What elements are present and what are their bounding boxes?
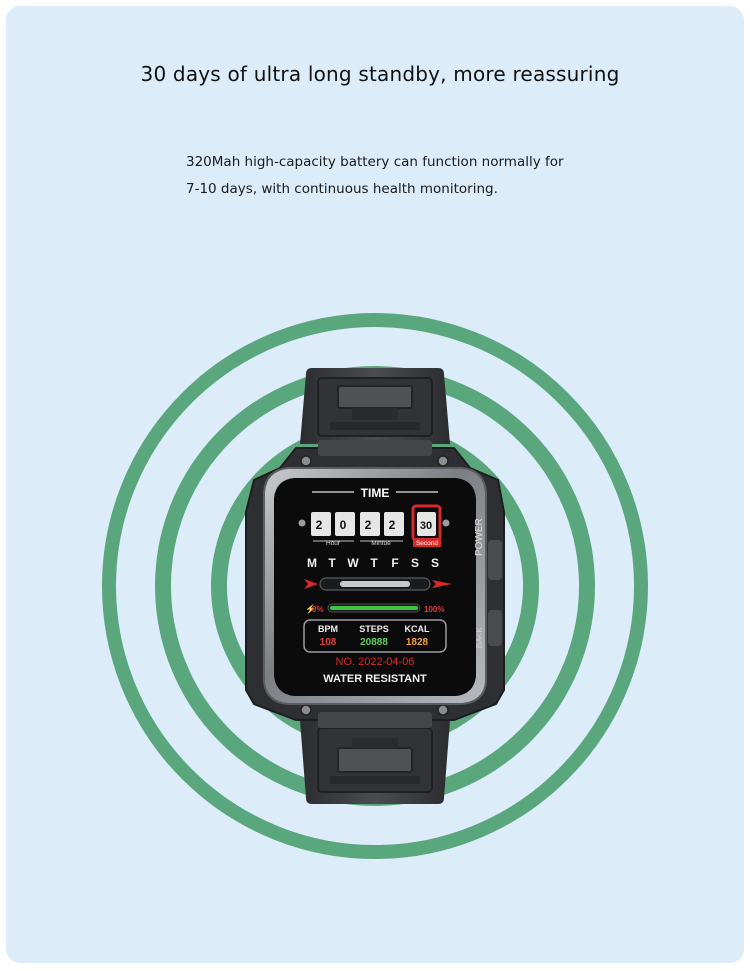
headline: 30 days of ultra long standby, more reas… <box>140 62 620 86</box>
battery-min-label: 0% <box>312 605 324 614</box>
minute-label: Mintue <box>371 540 391 547</box>
kcal-value: 1828 <box>406 637 429 648</box>
second-label: Second <box>416 540 438 547</box>
weekday-sun: S <box>431 556 439 570</box>
bpm-label: BPM <box>318 624 338 634</box>
hour-digit-1: 2 <box>316 518 323 532</box>
water-resistant-label: WATER RESISTANT <box>323 673 427 685</box>
battery-max-label: 100% <box>424 605 444 614</box>
kcal-label: KCAL <box>405 624 430 634</box>
left-arrow-icon <box>304 579 318 589</box>
seconds-digits: 30 <box>420 520 432 532</box>
digit-tiles: 2 0 2 2 30 <box>311 504 442 542</box>
weekday-wed: W <box>347 556 359 570</box>
time-title: TIME <box>361 486 390 500</box>
weekday-fri: F <box>391 556 398 570</box>
bottom-left-screw <box>300 704 312 716</box>
weekday-mon: M <box>307 556 317 570</box>
weekday-sat: S <box>411 556 419 570</box>
battery-fill <box>330 606 418 610</box>
top-left-screw <box>300 455 312 467</box>
top-right-screw <box>437 455 449 467</box>
day-indicator <box>304 577 452 591</box>
bottom-right-screw <box>437 704 449 716</box>
weekday-tue: T <box>328 556 336 570</box>
bpm-value: 108 <box>320 637 337 648</box>
hour-label: Hour <box>326 540 341 547</box>
lightning-icon: ⚡ <box>305 603 316 615</box>
battery-row: ⚡ 0% 100% <box>305 603 444 615</box>
right-arrow-icon <box>432 580 452 588</box>
minute-digit-2: 2 <box>389 518 396 532</box>
steps-label: STEPS <box>359 624 389 634</box>
description-line-1: 320Mah high-capacity battery can functio… <box>186 154 564 170</box>
date-text: NO. 2022-04-06 <box>336 656 415 668</box>
weekday-row: M T W T F S S <box>307 556 439 570</box>
weekday-thu: T <box>370 556 378 570</box>
steps-value: 20888 <box>360 637 388 648</box>
hour-digit-2: 0 <box>340 518 347 532</box>
bottom-strap <box>300 720 450 804</box>
stats-panel: BPM STEPS KCAL 108 20888 1828 <box>303 619 447 653</box>
outer-ring <box>102 313 648 859</box>
power-label: POWER <box>474 518 485 556</box>
watch-face: TIME 2 0 2 2 30 Hour Mintue Second M T W… <box>298 486 452 685</box>
description: 320Mah high-capacity battery can functio… <box>186 149 606 203</box>
minute-digit-1: 2 <box>365 518 372 532</box>
description-line-2: 7-10 days, with continuous health monito… <box>186 181 498 197</box>
back-arrow-icon: BA<K <box>475 627 484 648</box>
top-strap <box>300 368 450 444</box>
